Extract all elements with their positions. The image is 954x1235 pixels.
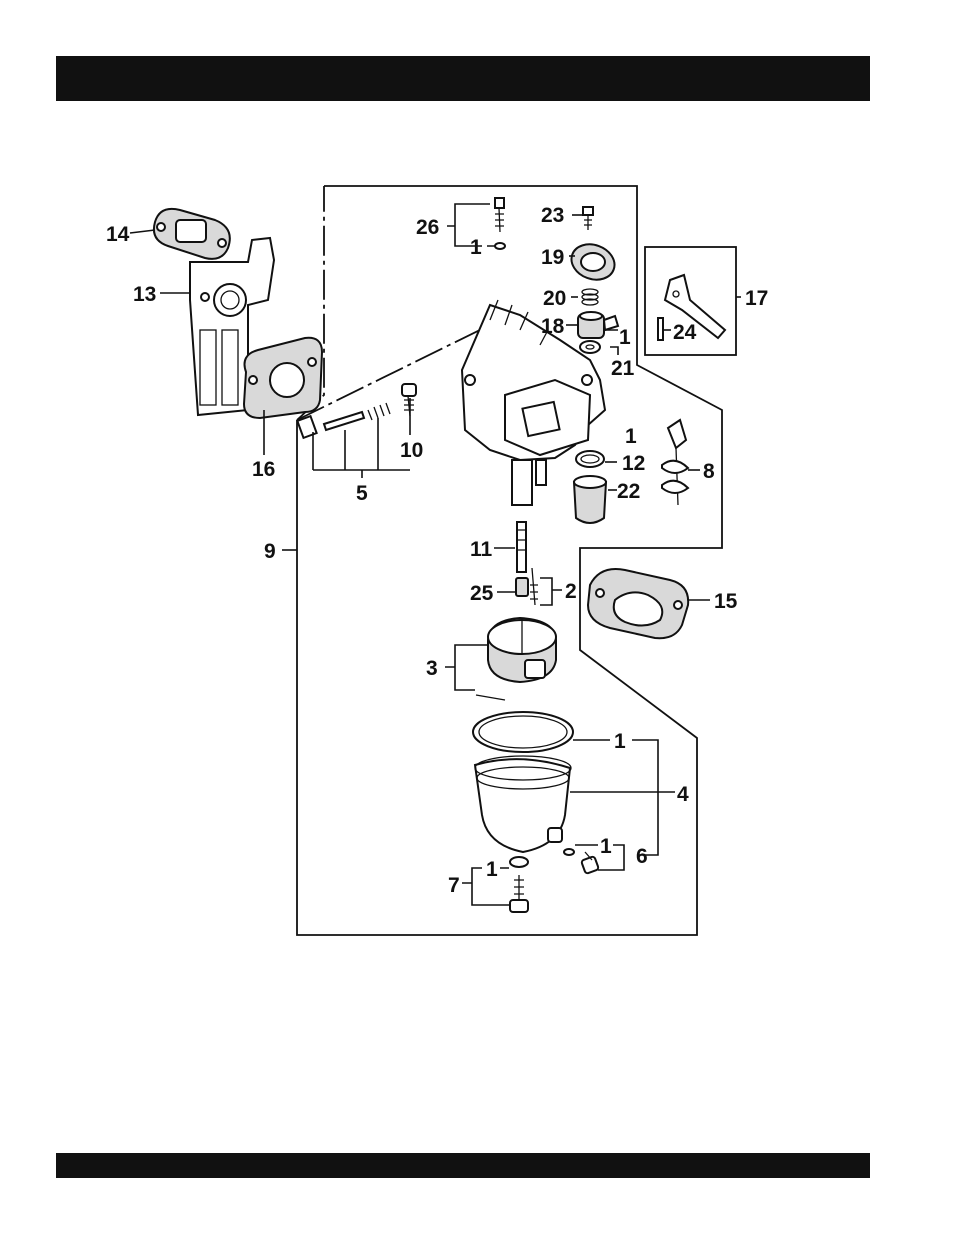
part-3-float [476,618,556,700]
part-15-gasket [588,569,688,638]
callout-1-f: 1 [486,858,498,881]
part-24-pin [658,318,663,340]
callout-6: 6 [636,845,648,868]
callout-4: 4 [677,783,689,806]
part-10-screw [402,384,416,416]
callout-24: 24 [673,321,697,344]
callout-15: 15 [714,590,738,613]
callout-11: 11 [470,538,493,561]
callout-17: 17 [745,287,768,310]
part-23-screw [583,207,593,230]
part-8-choke [662,420,688,505]
part-14-gasket [154,209,230,259]
part-11-jet [517,522,526,572]
part-7-bolt [510,857,528,912]
callout-3: 3 [426,657,438,680]
part-4-float-bowl [473,712,573,852]
callout-9: 9 [264,540,276,563]
callout-2: 2 [565,580,577,603]
callout-8: 8 [703,460,715,483]
callout-14: 14 [106,223,130,246]
callout-12: 12 [622,452,645,475]
callout-18: 18 [541,315,565,338]
callout-10: 10 [400,439,423,462]
callout-19: 19 [541,246,564,269]
callout-1-b: 1 [619,326,631,349]
part-21-washer [580,341,600,353]
part-2-needle [530,568,538,605]
part-19-plate [567,239,620,286]
callout-22: 22 [617,480,640,503]
callout-21: 21 [611,357,635,380]
callout-1-c: 1 [625,425,637,448]
callout-1-a: 1 [470,236,482,259]
callout-13: 13 [133,283,156,306]
part-16-gasket [244,338,322,418]
part-22-piece [574,476,606,523]
part-26-screw [495,198,505,249]
callout-1-d: 1 [614,730,626,753]
callout-5: 5 [356,482,368,505]
part-12-oring [576,451,604,467]
callout-26: 26 [416,216,439,239]
part-20-spring [582,289,598,305]
callout-20: 20 [543,287,566,310]
part-18-piece [578,312,618,338]
callout-16: 16 [252,458,275,481]
callout-25: 25 [470,582,494,605]
callout-1-e: 1 [600,835,612,858]
part-25-jet [516,578,528,596]
callout-7: 7 [448,874,460,897]
callout-23: 23 [541,204,564,227]
part-6-drain-screw [564,849,599,874]
